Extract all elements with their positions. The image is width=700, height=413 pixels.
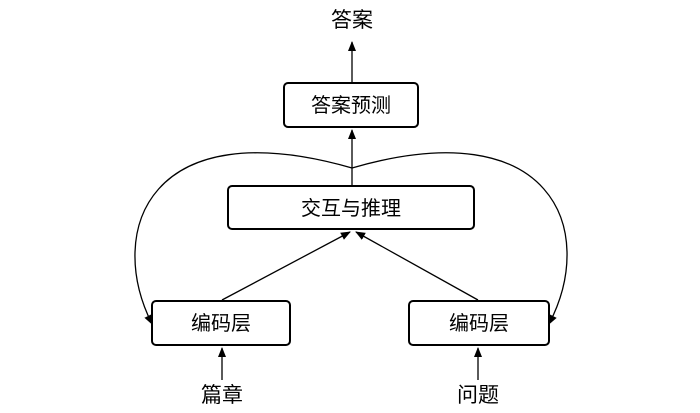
node-interaction-reasoning-box	[227, 185, 475, 230]
node-encoder-right-label: 编码层	[449, 311, 509, 335]
node-answer-prediction-box	[283, 82, 419, 128]
input-passage-label: 篇章	[201, 383, 243, 407]
arrow-curve-interaction-to-right-encoder	[351, 152, 568, 325]
node-encoder-right-box	[408, 300, 550, 346]
node-encoder-right: 编码层	[408, 300, 550, 346]
node-answer-prediction: 答案预测	[283, 82, 419, 128]
node-interaction-reasoning-label: 交互与推理	[301, 196, 401, 220]
arrow-curve-interaction-to-left-encoder	[134, 152, 353, 325]
node-interaction-reasoning: 交互与推理	[227, 185, 475, 230]
arrow-right-encoder-to-interaction	[355, 231, 479, 301]
node-encoder-left-box	[151, 300, 291, 346]
input-question-label: 问题	[457, 383, 499, 407]
node-encoder-left: 编码层	[151, 300, 291, 346]
arrow-left-encoder-to-interaction	[221, 231, 351, 301]
node-encoder-left-label: 编码层	[191, 311, 251, 335]
output-answer-label: 答案	[331, 8, 373, 32]
node-answer-prediction-label: 答案预测	[311, 93, 391, 117]
